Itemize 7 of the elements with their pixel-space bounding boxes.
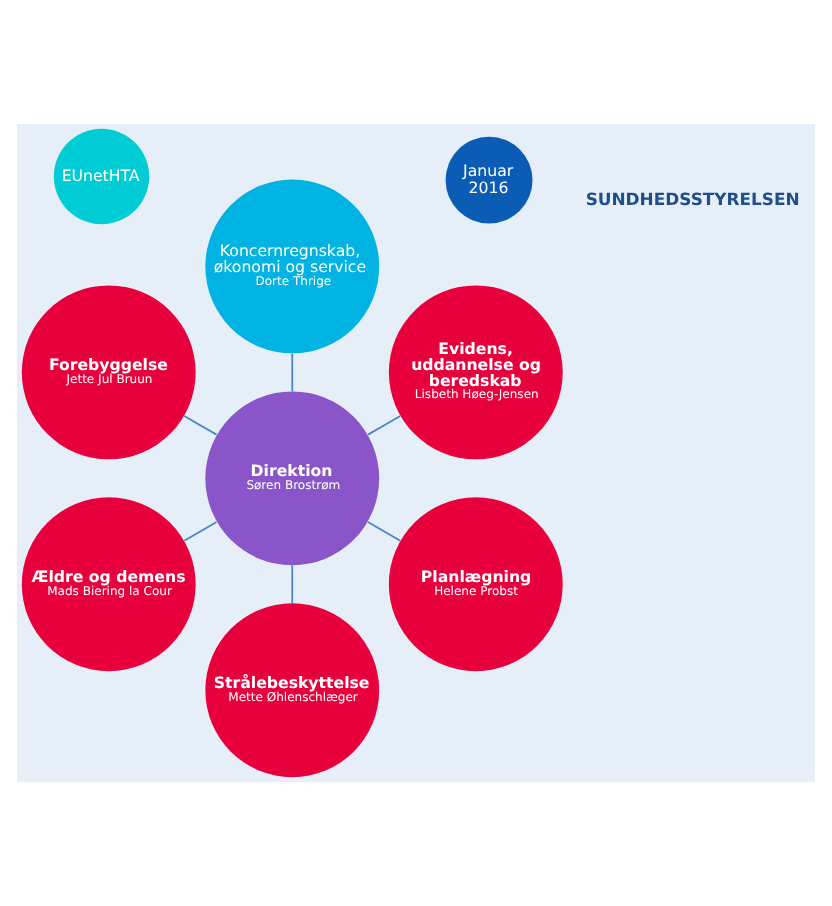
- connector: [367, 415, 402, 436]
- connector: [183, 415, 218, 436]
- connector: [367, 521, 402, 542]
- label: SUNDHEDSSTYRELSEN: [585, 189, 800, 210]
- connector: [183, 521, 218, 542]
- connector: [291, 564, 294, 605]
- connector: [291, 352, 294, 393]
